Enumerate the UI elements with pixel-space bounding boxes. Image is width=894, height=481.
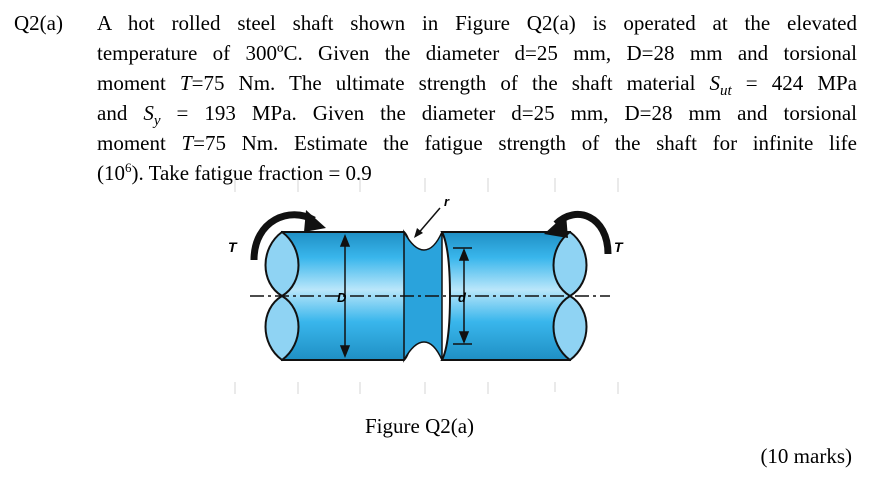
text-estimate: =75 Nm. Estimate the fatigue strength of… — [193, 131, 857, 155]
label-d: d — [458, 290, 467, 305]
D-dimension — [339, 233, 351, 359]
symbol-sut-sub: ut — [720, 83, 732, 100]
sy-value: = 193 MPa. Given the diameter d=25 mm, D… — [160, 101, 858, 125]
shaft-diagram: D d r T T — [228, 178, 624, 394]
text-ultimate: =75 Nm. The ultimate strength of the sha… — [191, 71, 710, 95]
r-pointer-head — [414, 228, 423, 238]
question-line-5: moment T=75 Nm. Estimate the fatigue str… — [97, 128, 857, 158]
d-dimension — [453, 247, 472, 345]
symbol-sy: S — [143, 101, 154, 125]
question-line-6: (106). Take fatigue fraction = 0.9 — [97, 158, 857, 188]
text-moment: moment — [97, 71, 180, 95]
label-T-right: T — [614, 239, 624, 255]
marks-label: (10 marks) — [760, 444, 852, 468]
torque-arrow-right-head — [544, 214, 568, 238]
question-line-1: A hot rolled steel shaft shown in Figure… — [97, 11, 857, 35]
symbol-T: T — [179, 71, 192, 95]
question-line-4: and Sy = 193 MPa. Given the diameter d=2… — [97, 98, 858, 130]
text-fatigue-fraction: ). Take fatigue fraction = 0.9 — [131, 161, 372, 185]
shaft-figure: D d r T T — [210, 168, 650, 408]
torque-arrow-left-head — [304, 210, 326, 232]
exponent: 6 — [125, 160, 132, 175]
text-and: and — [97, 101, 144, 125]
text-moment-2: moment — [97, 131, 182, 155]
text-cycles: (10 — [97, 161, 125, 185]
question-line-3: moment T=75 Nm. The ultimate strength of… — [97, 68, 857, 100]
question-number: Q2(a) — [14, 11, 63, 35]
label-D: D — [337, 290, 347, 305]
faint-marks — [234, 178, 619, 394]
sut-value: = 424 MPa — [731, 71, 857, 95]
symbol-sut: S — [709, 71, 721, 95]
label-r: r — [444, 194, 450, 209]
symbol-T-2: T — [181, 131, 194, 155]
question-line-2: temperature of 300ºC. Given the diameter… — [97, 41, 857, 65]
question-text: A hot rolled steel shaft shown in Figure… — [97, 8, 857, 188]
figure-caption: Figure Q2(a) — [365, 414, 475, 438]
label-T-left: T — [228, 239, 238, 255]
symbol-sy-sub: y — [153, 113, 161, 130]
